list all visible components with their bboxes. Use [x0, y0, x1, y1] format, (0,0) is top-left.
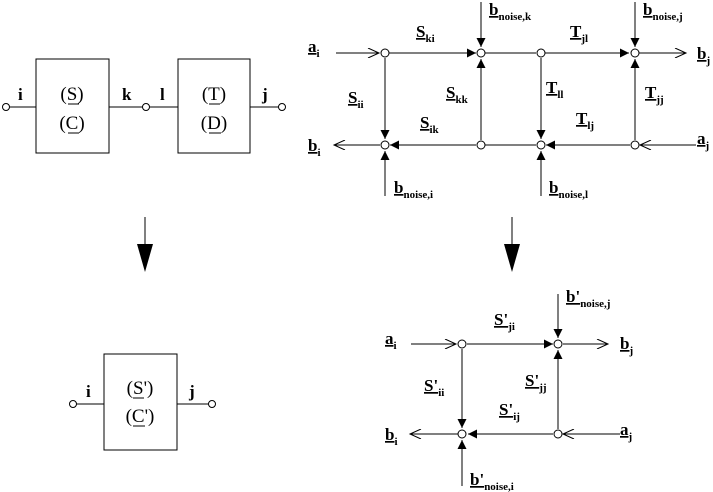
label-a-i: ai: [385, 329, 397, 352]
k-l-node: [142, 103, 150, 111]
label-t-jj: Tjj: [645, 83, 664, 106]
label-a-j: aj: [620, 420, 632, 443]
node-a-j: [553, 429, 563, 439]
label-b-noise-i: b'noise,i: [470, 470, 514, 492]
s-c-prime-box: [103, 353, 178, 451]
label-s-ij: S'ij: [499, 400, 520, 423]
box2-line1: (T): [202, 84, 226, 105]
node-a-l: [536, 48, 546, 58]
port-i-label: i: [86, 382, 91, 401]
label-t-lj: Tlj: [576, 109, 594, 132]
node-b-j: [630, 48, 640, 58]
label-b-i: bi: [308, 136, 321, 159]
node-b-i: [380, 140, 390, 150]
node-a-j: [630, 140, 640, 150]
label-b-i: bi: [385, 425, 398, 448]
bottom-flowgraph: ai bi bj aj S'ji S'ii S'jj S'ij b'noise,…: [385, 287, 633, 492]
top-block-diagram: i (S) (C) k l (T) (D) j: [2, 58, 286, 154]
port-k-label: k: [122, 85, 132, 104]
node-b-i: [457, 429, 467, 439]
label-b-noise-i: bnoise,i: [394, 178, 433, 201]
label-s-ji: S'ji: [494, 310, 515, 333]
box1-line1: (S): [60, 84, 83, 105]
label-a-i: ai: [308, 37, 320, 60]
box2-line2: (D): [201, 113, 227, 134]
label-s-ik: Sik: [420, 113, 440, 136]
t-d-box: [177, 58, 251, 154]
port-j-node: [278, 103, 286, 111]
label-b-j: bj: [697, 44, 710, 67]
port-i-node: [2, 103, 10, 111]
bottom-block-diagram: i (S') (C') j: [69, 353, 216, 451]
port-l-label: l: [160, 85, 165, 104]
node-b-k: [476, 48, 486, 58]
label-t-ll: Tll: [546, 78, 563, 101]
port-i-node: [69, 400, 77, 408]
label-b-noise-l: bnoise,l: [549, 178, 588, 201]
port-j-label: j: [188, 382, 195, 401]
label-t-jl: Tjl: [570, 22, 588, 45]
label-b-noise-k: bnoise,k: [489, 0, 532, 23]
label-b-noise-j: bnoise,j: [643, 0, 683, 23]
label-b-j: bj: [620, 334, 633, 357]
label-s-ki: Ski: [416, 22, 435, 45]
node-a-i: [457, 339, 467, 349]
label-a-j: aj: [697, 129, 709, 152]
label-b-noise-j: b'noise,j: [566, 287, 610, 310]
transform-arrow-right: [504, 217, 520, 272]
node-b-j: [553, 339, 563, 349]
port-i-label: i: [18, 85, 23, 104]
top-flowgraph: ai bi bj aj Ski Tjl Sii Skk Sik Tll Tlj …: [308, 0, 710, 201]
s-c-box: [35, 58, 110, 154]
label-s-kk: Skk: [446, 83, 469, 106]
label-s-ii: Sii: [348, 88, 364, 111]
port-j-node: [208, 400, 216, 408]
node-a-k: [476, 140, 486, 150]
port-j-label: j: [261, 85, 268, 104]
label-s-jj: S'jj: [525, 371, 547, 394]
node-a-i: [380, 48, 390, 58]
box1-line2: (C): [59, 113, 84, 134]
transform-arrow-left: [137, 217, 153, 272]
box-line1: (S'): [127, 378, 154, 399]
label-s-ii: S'ii: [424, 376, 444, 399]
box-line2: (C'): [126, 406, 155, 427]
node-b-l: [536, 140, 546, 150]
